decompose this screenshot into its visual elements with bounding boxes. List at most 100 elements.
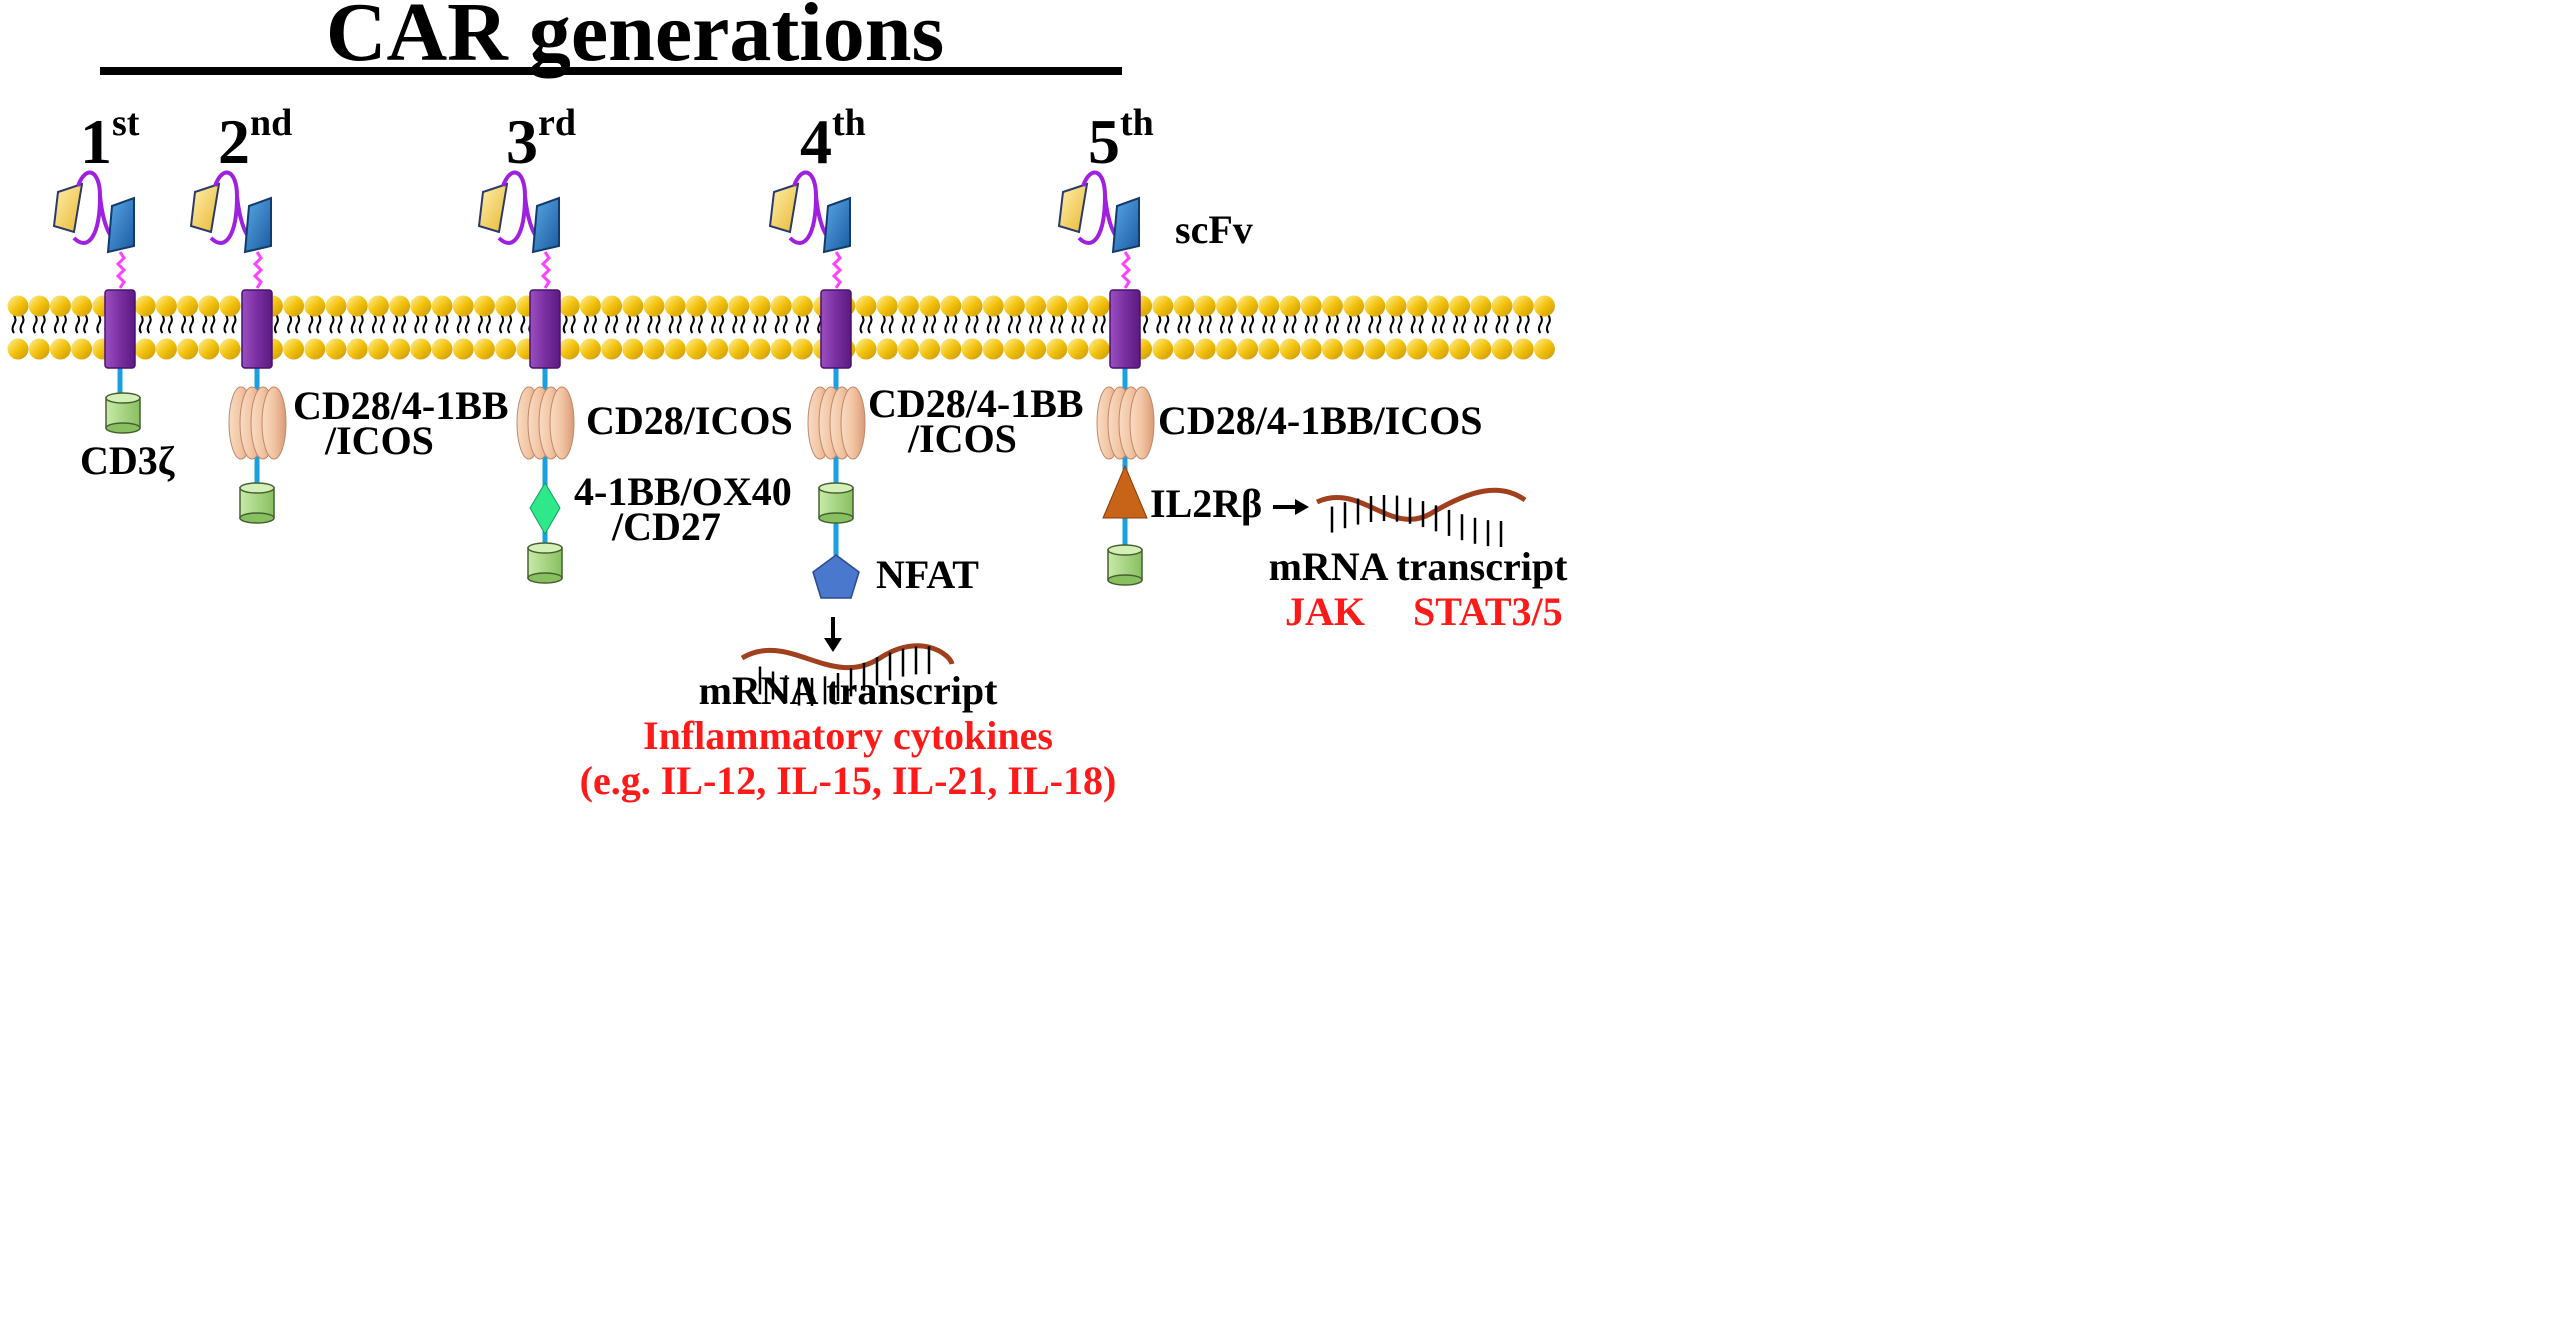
lipid-tail — [880, 314, 886, 334]
lipid-head-inner — [49, 338, 71, 360]
gen3-costim2-label-line1: 4-1BB/OX40 — [574, 469, 792, 514]
lipid-tail — [83, 314, 89, 334]
lipid-tail — [803, 314, 809, 334]
lipid-head-inner — [770, 338, 792, 360]
lipid-head-outer — [940, 295, 962, 317]
lipid-head-outer — [1300, 295, 1322, 317]
lipid-tail — [583, 314, 589, 334]
il2rb-arrow-head — [1295, 499, 1309, 515]
lipid-tail — [605, 314, 611, 334]
lipid-head-outer — [28, 295, 50, 317]
lipid-head-outer — [1215, 295, 1237, 317]
lipid-tail — [909, 314, 915, 334]
transmembrane-domain — [820, 289, 852, 369]
lipid-tail — [223, 314, 229, 334]
lipid-tail — [210, 314, 216, 334]
lipid-tail — [689, 314, 695, 334]
lipid-head-outer — [728, 295, 750, 317]
lipid-head-outer — [431, 295, 453, 317]
lipid-tail — [1219, 314, 1225, 334]
lipid-head-outer — [1025, 295, 1047, 317]
lipid-tail — [202, 314, 208, 334]
lipid-tail — [53, 314, 59, 334]
lipid-head-outer — [283, 295, 305, 317]
lipid-head-outer — [791, 295, 813, 317]
lipid-tail — [316, 314, 322, 334]
lipid-tail — [888, 314, 894, 334]
scfv-heavy-chain — [768, 182, 800, 234]
lipid-head-inner — [1194, 338, 1216, 360]
lipid-head-inner — [7, 338, 29, 360]
lipid-head-outer — [1279, 295, 1301, 317]
lipid-head-outer — [770, 295, 792, 317]
scfv-light-chain — [531, 196, 560, 254]
lipid-head-inner — [431, 338, 453, 360]
lipid-tail — [1058, 314, 1064, 334]
cd3z-domain-top — [527, 542, 563, 554]
lipid-tail — [393, 314, 399, 334]
lipid-tail — [477, 314, 483, 334]
lipid-head-outer — [643, 295, 665, 317]
gen-2-heading: 2nd — [218, 102, 292, 177]
lipid-head-outer — [1385, 295, 1407, 317]
lipid-tail — [1537, 314, 1543, 334]
costimulatory-domain-lobe — [1129, 386, 1155, 460]
lipid-tail — [613, 314, 619, 334]
lipid-tail — [273, 314, 279, 334]
lipid-tail — [952, 314, 958, 334]
lipid-tail — [422, 314, 428, 334]
cd3z-domain-bottom — [239, 512, 275, 524]
lipid-tail — [485, 314, 491, 334]
lipid-head-outer — [367, 295, 389, 317]
lipid-tail — [1249, 314, 1255, 334]
lipid-head-outer — [1194, 295, 1216, 317]
lipid-head-outer — [685, 295, 707, 317]
lipid-tail — [308, 314, 314, 334]
lipid-tail — [401, 314, 407, 334]
lipid-head-outer — [1470, 295, 1492, 317]
lipid-head-outer — [1173, 295, 1195, 317]
lipid-head-inner — [1491, 338, 1513, 360]
cd3z-domain-top — [818, 482, 854, 494]
lipid-tail — [371, 314, 377, 334]
gen4-mrna-label: mRNA transcript — [699, 668, 999, 713]
lipid-tail — [11, 314, 17, 334]
lipid-tail — [358, 314, 364, 334]
lipid-tail — [1029, 314, 1035, 334]
lipid-head-inner — [304, 338, 326, 360]
component-labels: scFv CD3ζ CD28/4-1BB /ICOS CD28/ICOS 4-1… — [80, 207, 1568, 803]
lipid-tail — [753, 314, 759, 334]
lipid-tail — [61, 314, 67, 334]
lipid-tail — [1347, 314, 1353, 334]
gen4-output-label-line1: Inflammatory cytokines — [643, 713, 1053, 758]
lipid-tail — [1524, 314, 1530, 334]
lipid-head-inner — [940, 338, 962, 360]
lipid-head-inner — [643, 338, 665, 360]
gen4-costim-label-line2: /ICOS — [907, 416, 1017, 461]
lipid-head-inner — [1533, 338, 1555, 360]
gen-5-heading: 5th — [1088, 102, 1154, 177]
lipid-tail — [19, 314, 25, 334]
lipid-tail — [181, 314, 187, 334]
lipid-head-inner — [155, 338, 177, 360]
lipid-tail — [295, 314, 301, 334]
lipid-head-inner — [579, 338, 601, 360]
intracellular-stalk — [833, 368, 839, 575]
lipid-tail — [329, 314, 335, 334]
cd3z-label: CD3ζ — [80, 438, 175, 483]
gen-2-car — [189, 170, 287, 524]
lipid-tail — [1516, 314, 1522, 334]
lipid-tail — [464, 314, 470, 334]
scfv-heavy-chain — [477, 182, 509, 234]
lipid-head-inner — [1406, 338, 1428, 360]
lipid-head-outer — [1258, 295, 1280, 317]
lipid-tail — [1015, 314, 1021, 334]
lipid-head-outer — [876, 295, 898, 317]
lipid-tail — [1312, 314, 1318, 334]
lipid-head-inner — [749, 338, 771, 360]
cd3z-domain-top — [1107, 544, 1143, 556]
cd3z-domain-bottom — [527, 572, 563, 584]
il2rb-triangle — [1102, 464, 1148, 519]
lipid-tail — [1545, 314, 1551, 334]
lipid-tail — [379, 314, 385, 334]
